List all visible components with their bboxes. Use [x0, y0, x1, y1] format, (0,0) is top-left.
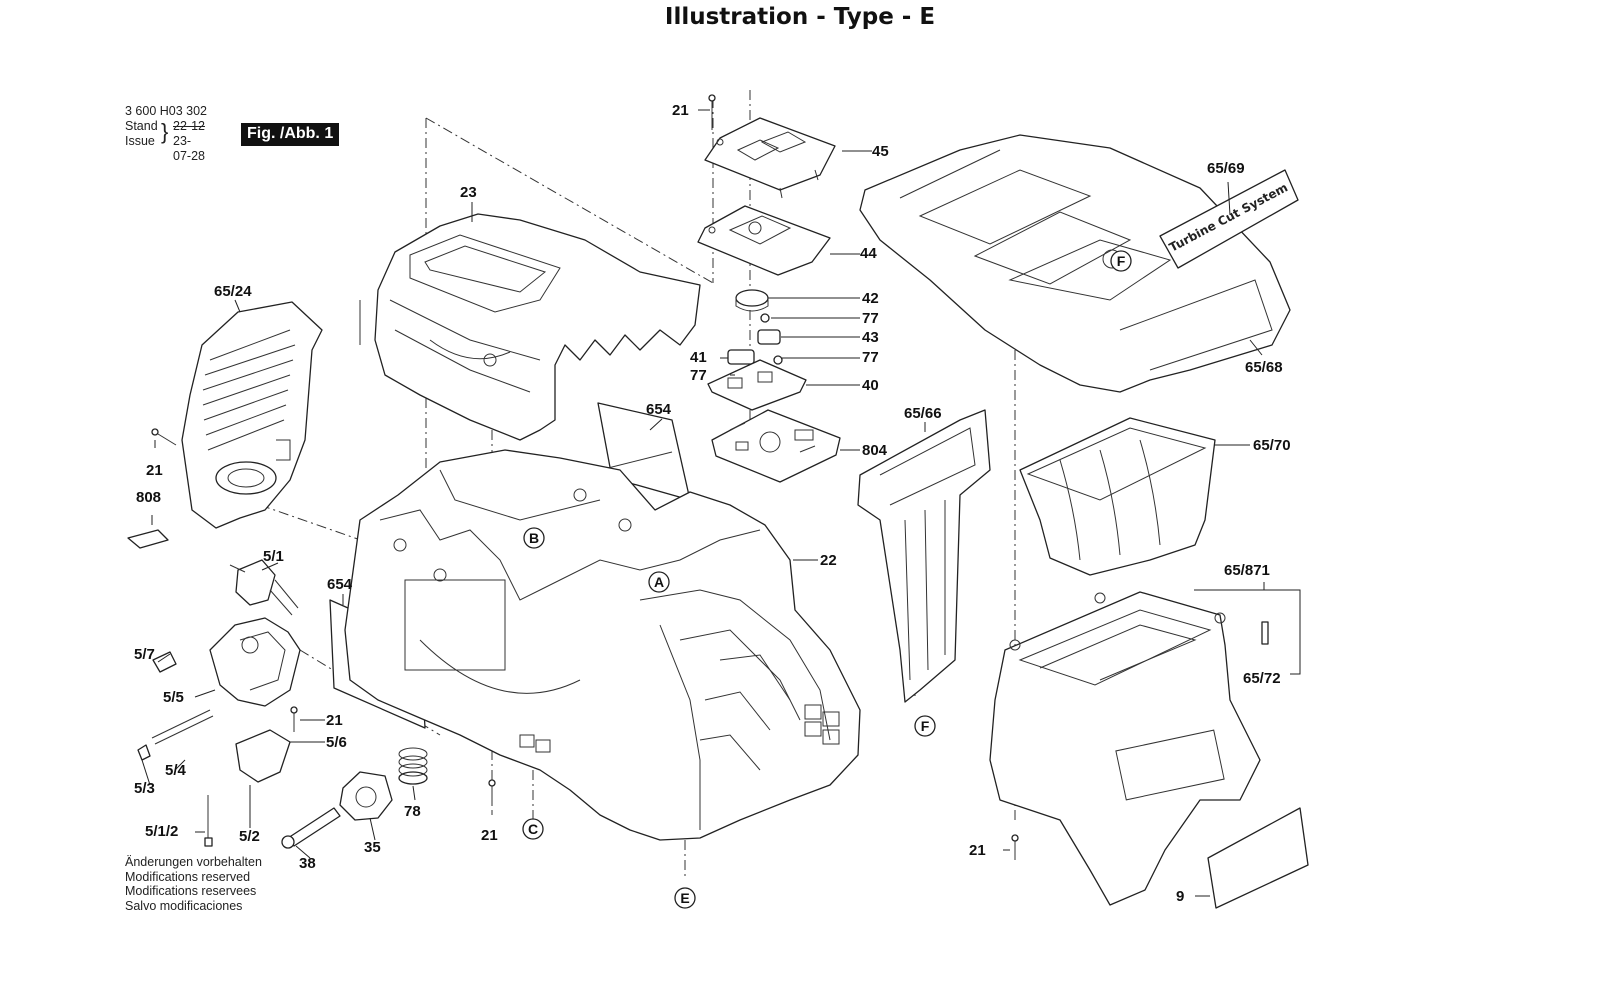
- callout-43: 43: [862, 329, 879, 346]
- callout-65-68: 65/68: [1245, 359, 1283, 376]
- note-de: Änderungen vorbehalten: [125, 855, 262, 869]
- note-fr: Modifications reservees: [125, 884, 257, 898]
- callout-77-a: 77: [862, 310, 879, 327]
- spring-part: [398, 747, 428, 785]
- callout-35: 35: [364, 839, 381, 856]
- marker-f-upper: F: [1117, 253, 1126, 269]
- callout-5-1: 5/1: [263, 548, 284, 565]
- callout-40: 40: [862, 377, 879, 394]
- callout-numbers: 21 45 44 42 77 43 77 41 77 40 804 654 23…: [134, 102, 1291, 905]
- brace-icon: }: [161, 119, 169, 144]
- modification-notes: Änderungen vorbehalten Modifications res…: [125, 855, 262, 913]
- callout-5-3: 5/3: [134, 780, 155, 797]
- kit-bracket: [1194, 582, 1301, 675]
- callout-5-2: 5/2: [239, 828, 260, 845]
- new-date: 23-07-28: [173, 134, 205, 163]
- callout-5-7: 5/7: [134, 646, 155, 663]
- label-9-part: [1207, 807, 1309, 909]
- marker-a-circle: [523, 527, 545, 549]
- marker-f-lower: F: [921, 718, 930, 734]
- part-number: 3 600 H03 302: [125, 104, 208, 118]
- callout-65-24: 65/24: [214, 283, 252, 300]
- callout-9: 9: [1176, 888, 1184, 905]
- knob-part: [339, 771, 393, 821]
- marker-a: A: [654, 574, 664, 590]
- callout-77-b: 77: [862, 349, 879, 366]
- bolt-part: [281, 807, 341, 849]
- top-cover-part: [359, 213, 701, 441]
- callout-21-mid: 21: [326, 712, 343, 729]
- callout-21-top: 21: [672, 102, 689, 119]
- page-title: Illustration - Type - E: [664, 4, 936, 30]
- callout-38: 38: [299, 855, 316, 872]
- cable-clamp-part: [152, 617, 301, 707]
- callout-42: 42: [862, 290, 879, 307]
- callout-45: 45: [872, 143, 889, 160]
- screws: [151, 94, 1019, 860]
- callout-654-lower: 654: [327, 576, 353, 593]
- callout-21-left: 21: [146, 462, 163, 479]
- callout-65-66: 65/66: [904, 405, 942, 422]
- callout-808: 808: [136, 489, 161, 506]
- hopper-cover-part: [859, 134, 1291, 393]
- callout-78: 78: [404, 803, 421, 820]
- stand-label: Stand: [125, 119, 158, 133]
- strain-relief-part: [137, 709, 291, 847]
- callout-23: 23: [460, 184, 477, 201]
- label-808-part: [127, 529, 169, 549]
- note-en: Modifications reserved: [125, 869, 251, 884]
- callout-41: 41: [690, 349, 707, 366]
- cable-plug-part: [229, 559, 299, 616]
- callout-44: 44: [860, 245, 877, 262]
- main-housing-part: [344, 449, 861, 841]
- callout-21-right: 21: [969, 842, 986, 859]
- handle-part: [857, 409, 991, 703]
- side-cover-part: [181, 301, 323, 529]
- callout-65-72: 65/72: [1243, 670, 1281, 687]
- blade-insert-part: [1019, 417, 1216, 576]
- container-part: [989, 591, 1269, 906]
- switch-plate-45: [704, 117, 836, 199]
- issue-label: Issue: [125, 134, 155, 148]
- callout-5-1-2: 5/1/2: [145, 823, 178, 840]
- document-header: 3 600 H03 302 Stand } 22-12 Issue 23-07-…: [125, 104, 208, 163]
- reference-markers: B A C E F F: [522, 250, 1132, 909]
- callout-804: 804: [862, 442, 888, 459]
- callout-21-bottom: 21: [481, 827, 498, 844]
- callout-22: 22: [820, 552, 837, 569]
- callout-5-6: 5/6: [326, 734, 347, 751]
- figure-badge: Fig. /Abb. 1: [241, 123, 340, 146]
- marker-c: C: [528, 821, 538, 837]
- callout-5-5: 5/5: [163, 689, 184, 706]
- callout-65-871: 65/871: [1224, 562, 1270, 579]
- callout-65-69: 65/69: [1207, 160, 1245, 177]
- note-es: Salvo modificaciones: [125, 898, 243, 913]
- switch-plate-44: [697, 205, 831, 276]
- leader-lines: [141, 109, 1263, 897]
- circuit-board-804: [711, 409, 841, 483]
- old-date: 22-12: [173, 119, 205, 133]
- callout-654-upper: 654: [646, 401, 672, 418]
- marker-b: B: [529, 530, 539, 546]
- callout-5-4: 5/4: [165, 762, 187, 779]
- marker-e: E: [680, 890, 689, 906]
- callout-65-70: 65/70: [1253, 437, 1291, 454]
- switch-assembly: [707, 289, 807, 411]
- callout-77-c: 77: [690, 367, 707, 384]
